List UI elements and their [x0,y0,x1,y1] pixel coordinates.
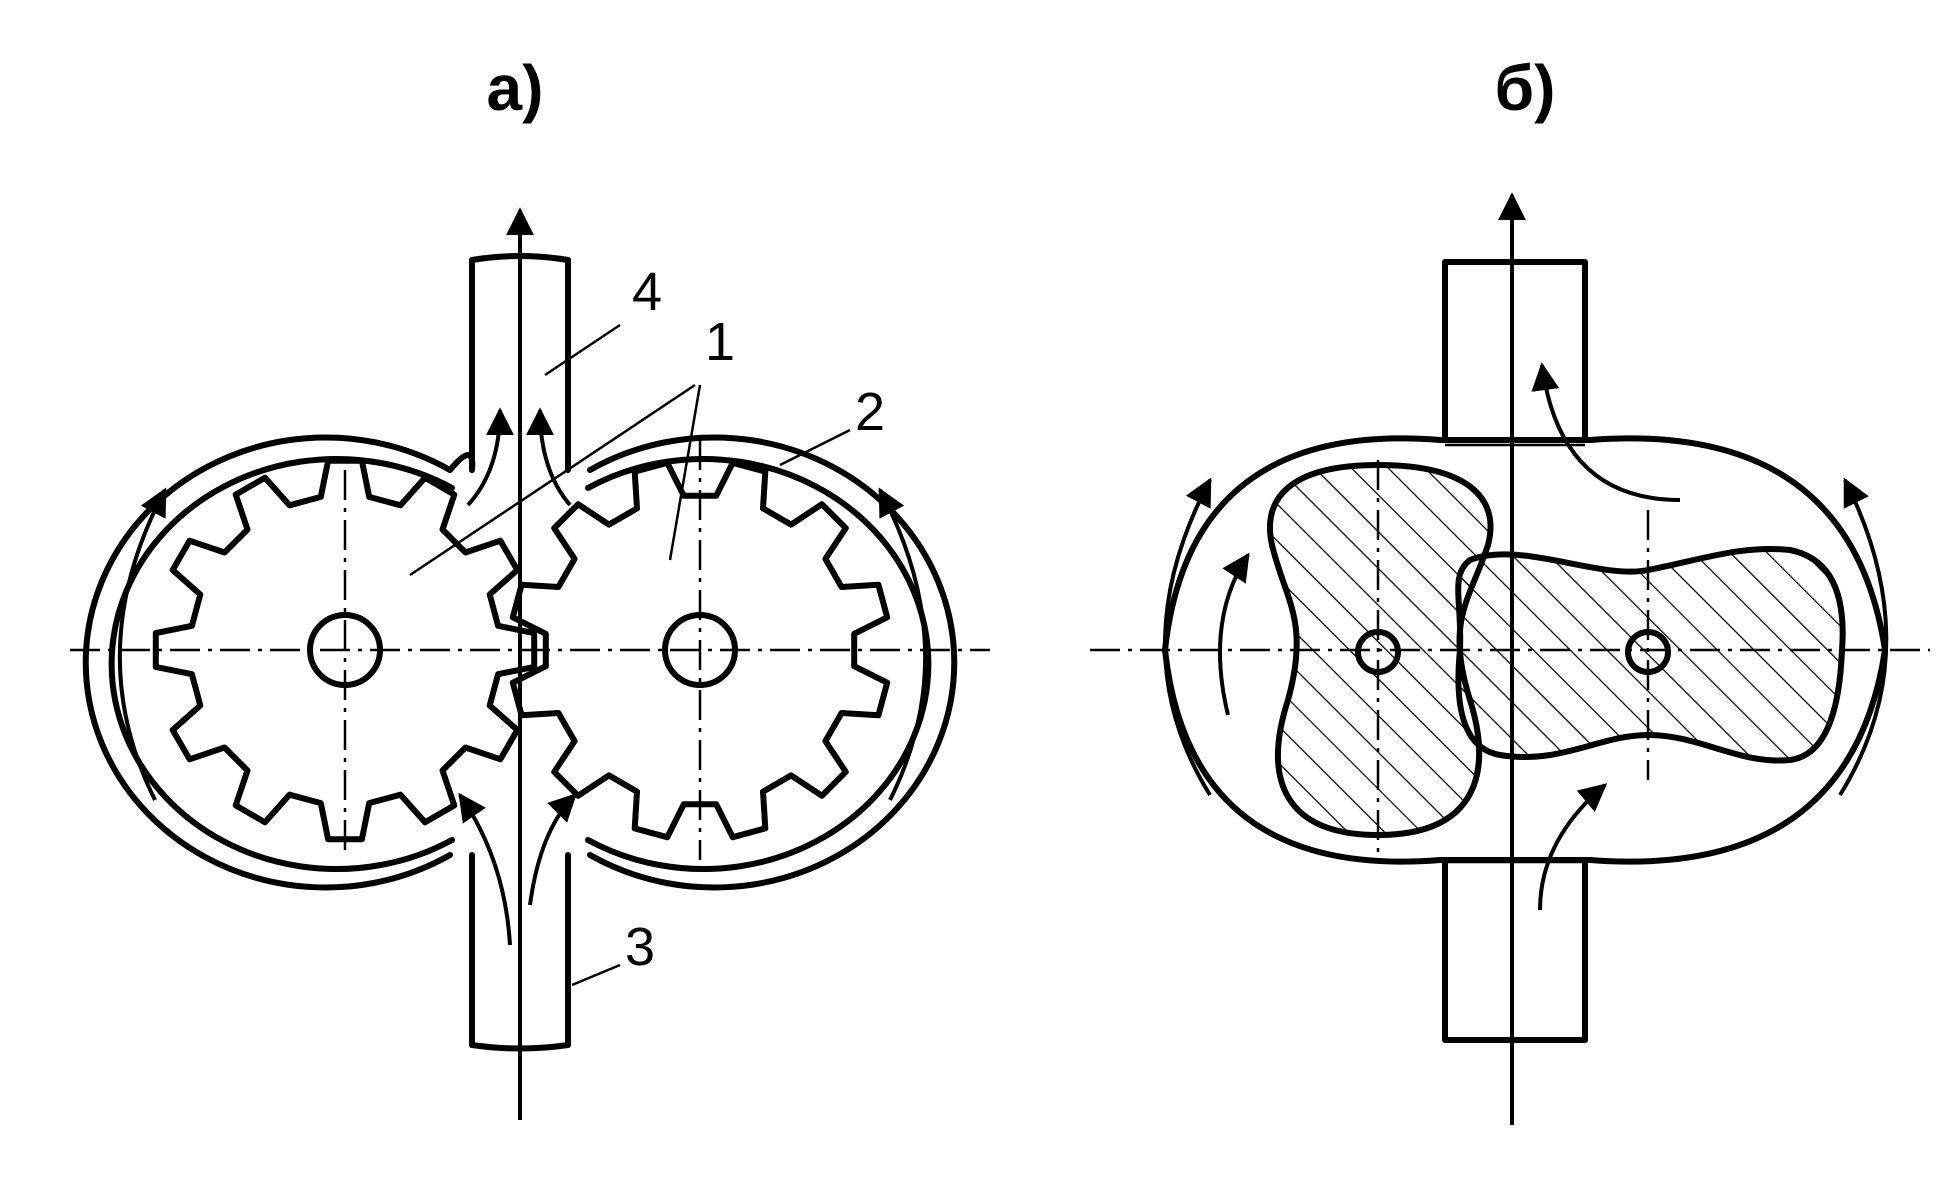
outlet-flow-arrow-left [466,407,514,507]
inlet-flow-arrow-left [458,792,512,946]
panel-a-title: a) [487,52,544,124]
inner-rotation-arrow [1217,552,1250,716]
right-rotation-arrow [1838,477,1889,797]
leader-4 [544,323,621,377]
right-gear-shaft [662,612,738,688]
left-rotor-shaft [1355,629,1401,675]
right-rotor-shaft [1625,629,1671,675]
housing [82,434,958,891]
left-gear-shaft [307,612,383,688]
left-rotation-arrow [1163,477,1212,797]
leader-1b [668,384,702,561]
callout-3: 3 [625,917,655,977]
leader-2 [779,428,851,467]
outlet-pipe [1442,259,1588,443]
right-lobe-rotor [1455,546,1846,764]
callout-1: 1 [705,312,735,372]
panel-b-title: б) [1495,52,1556,124]
panel-b-lobe-pump: б) [1090,52,1930,1125]
callout-4: 4 [632,262,662,322]
right-gear [509,459,891,841]
left-gear [152,457,538,843]
inlet-flow-arrow-right [528,793,577,906]
leader-1a [409,383,696,577]
left-lobe-rotor [1267,461,1494,839]
outlet-flow-arrow [1531,362,1681,502]
inlet-pipe [1442,857,1588,1043]
inlet-flow-arrow [1538,783,1608,911]
housing [1162,435,1888,865]
right-rotation-arrow [878,487,928,801]
leader-3 [571,963,621,987]
callout-2: 2 [855,382,885,442]
left-rotation-arrow [117,487,167,801]
panel-a-gear-pump: a) [70,52,990,1120]
outlet-flow-arrow-right [526,407,572,507]
